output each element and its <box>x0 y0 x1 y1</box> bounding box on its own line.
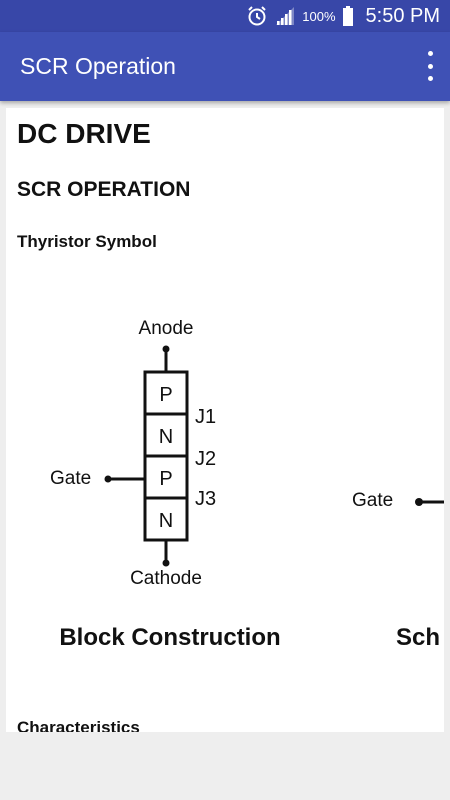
layer-p1: P <box>159 384 172 406</box>
thyristor-diagram: Anode P N P N J1 J2 J3 Gate Cathode Bloc… <box>50 318 444 651</box>
section-heading: SCR OPERATION <box>17 178 191 201</box>
battery-icon <box>342 6 353 26</box>
subsection-heading: Thyristor Symbol <box>17 232 157 251</box>
content-card[interactable]: DC DRIVE SCR OPERATION Thyristor Symbol … <box>6 108 444 732</box>
more-vert-icon[interactable] <box>422 51 438 81</box>
junction-j1: J1 <box>195 406 216 428</box>
battery-percent: 100% <box>302 8 336 24</box>
alarm-icon <box>248 6 266 26</box>
page-heading: DC DRIVE <box>17 118 151 149</box>
bottom-area <box>0 732 450 800</box>
gate-label-right: Gate <box>352 490 393 511</box>
gate-label: Gate <box>50 468 91 489</box>
block-construction-caption: Block Construction <box>59 624 280 651</box>
schematic-caption: Sch <box>396 624 440 651</box>
junction-j2: J2 <box>195 448 216 470</box>
layer-n2: N <box>159 510 173 532</box>
characteristics-heading: Characteristics <box>17 718 140 732</box>
status-icons: 100% 5:50 PM <box>246 0 440 32</box>
junction-j3: J3 <box>195 488 216 510</box>
signal-icon <box>276 7 295 25</box>
status-bar: 100% 5:50 PM <box>0 0 450 32</box>
layer-p2: P <box>159 468 172 490</box>
layer-n1: N <box>159 426 173 448</box>
anode-label: Anode <box>139 318 194 339</box>
app-title: SCR Operation <box>20 53 176 79</box>
clock: 5:50 PM <box>365 4 440 27</box>
app-bar: SCR Operation <box>0 32 450 101</box>
cathode-label: Cathode <box>130 568 202 589</box>
